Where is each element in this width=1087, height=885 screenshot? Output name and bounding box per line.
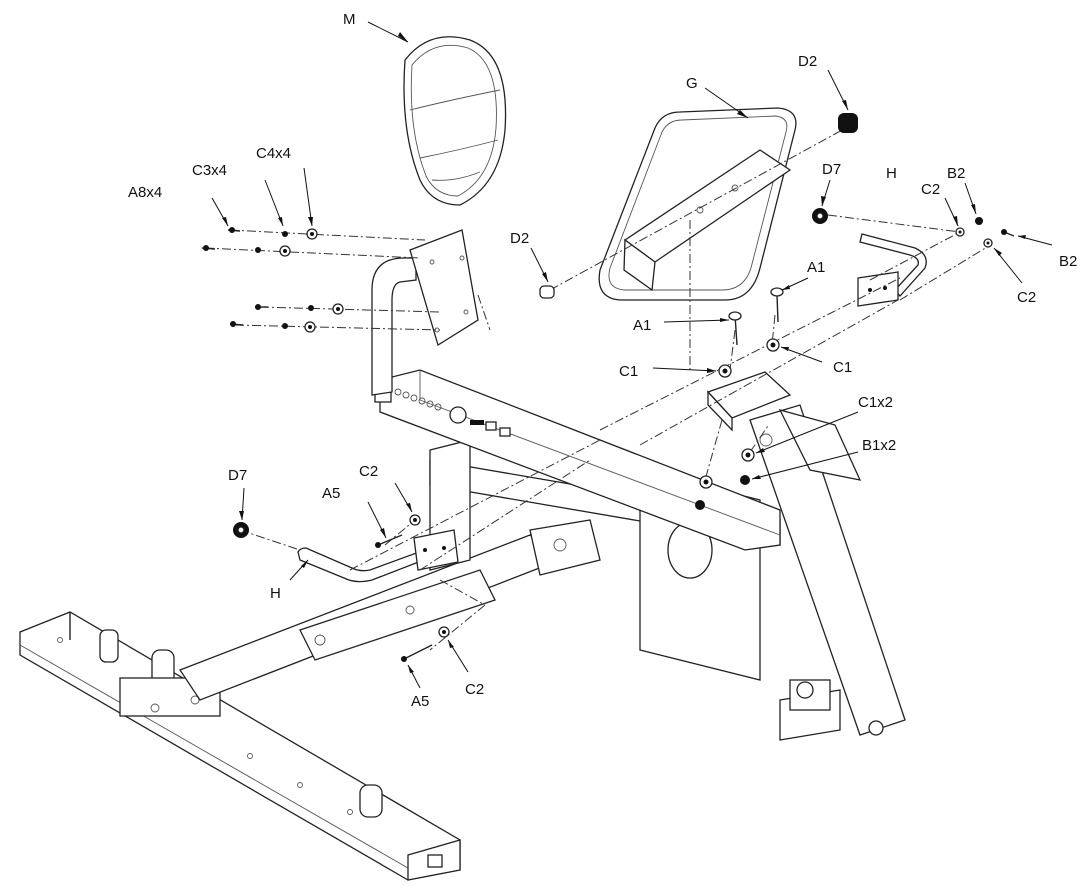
label-C2-right: C2 [1017,289,1036,306]
label-C3x4: C3x4 [192,162,227,179]
seat-pad-G [598,107,797,301]
callout-labels: M G D2 D2 D7 H C2 B2 B2 C2 A1 A1 C1 C1 C… [128,11,1077,710]
label-B2-top: B2 [947,165,965,182]
label-A1-center: A1 [633,317,651,334]
label-D7-right: D7 [822,161,841,178]
label-H-left: H [270,585,281,602]
rear-upright-column [749,404,906,741]
label-C4x4: C4x4 [256,145,291,162]
label-C1-left: C1 [619,363,638,380]
label-C2-lower: C2 [465,681,484,698]
label-G: G [686,75,698,92]
backrest-frame [371,229,479,396]
label-A5-lower: A5 [411,693,429,710]
label-A5-upper: A5 [322,485,340,502]
hardware-bolts [201,113,1015,662]
handle-bar-left-H [297,529,459,583]
label-H-right: H [886,165,897,182]
label-D2-top: D2 [798,53,817,70]
label-A8x4: A8x4 [128,184,162,201]
label-A1-right: A1 [807,259,825,276]
label-C2-upper: C2 [359,463,378,480]
assembly-guide-lines [204,122,993,651]
label-C1x2: C1x2 [858,394,893,411]
label-C1-right: C1 [833,359,852,376]
label-M: M [343,11,356,28]
label-B2-right: B2 [1059,253,1077,270]
label-B1x2: B1x2 [862,437,896,454]
label-C2-top: C2 [921,181,940,198]
leader-lines [211,21,1053,689]
front-base-rail [19,611,461,881]
label-D2-left: D2 [510,230,529,247]
handle-bar-right-H [857,233,927,307]
label-D7-left: D7 [228,467,247,484]
seat-bracket [706,371,792,432]
back-pad-M [403,36,507,206]
